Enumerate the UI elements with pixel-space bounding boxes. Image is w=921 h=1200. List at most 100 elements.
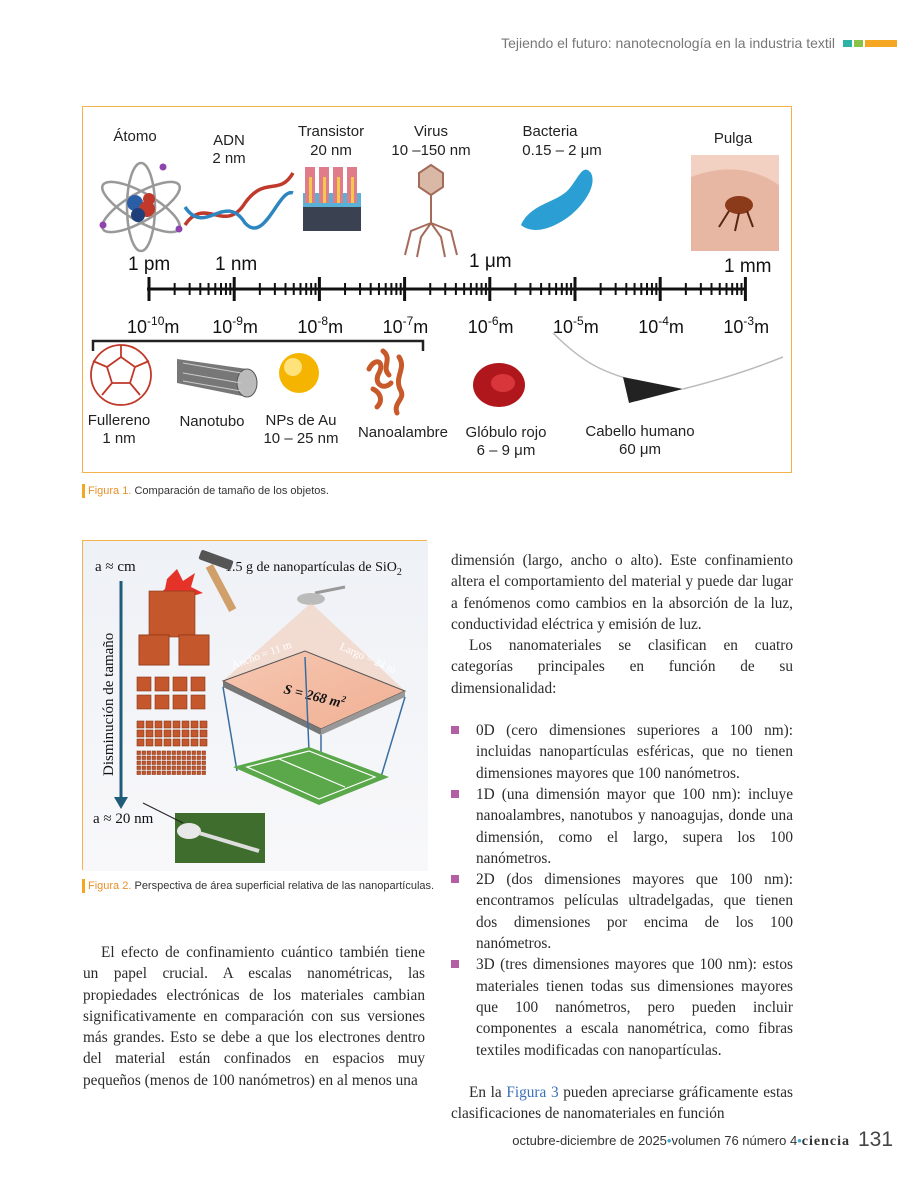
nanotube-icon xyxy=(177,359,258,398)
cube xyxy=(199,720,208,729)
cube xyxy=(141,770,146,775)
cube xyxy=(172,694,188,710)
cube xyxy=(161,750,166,755)
fullerene-icon xyxy=(90,344,152,406)
cube xyxy=(171,765,176,770)
dna-icon xyxy=(183,172,295,230)
fig2-label-bottom: a ≈ 20 nm xyxy=(93,811,154,827)
nanoscale-bracket xyxy=(91,339,425,351)
fig2-label-top: a ≈ cm xyxy=(95,559,136,575)
red-blood-cell-icon xyxy=(473,363,525,407)
cube xyxy=(190,676,206,692)
cube xyxy=(166,765,171,770)
cube xyxy=(141,750,146,755)
fig1-label-nanotubo: Nanotubo xyxy=(179,413,244,430)
scale-power-label: 10-3m xyxy=(723,314,769,337)
cube xyxy=(186,760,191,765)
cube xyxy=(136,720,145,729)
cube xyxy=(161,755,166,760)
fig1-size-adn: 2 nm xyxy=(212,150,245,167)
cube xyxy=(161,760,166,765)
footer: octubre-diciembre de 2025•volumen 76 núm… xyxy=(470,1133,850,1150)
cube xyxy=(190,729,199,738)
cube xyxy=(176,750,181,755)
cube xyxy=(190,720,199,729)
fig1-size-transistor: 20 nm xyxy=(310,142,352,159)
spoon-photo xyxy=(175,813,265,863)
cube xyxy=(176,765,181,770)
cube xyxy=(156,770,161,775)
fig1-label-bacteria: Bacteria xyxy=(522,123,578,140)
cube xyxy=(156,755,161,760)
human-hair-icon xyxy=(552,332,784,403)
cube xyxy=(146,755,151,760)
cube xyxy=(181,770,186,775)
bacteria-icon xyxy=(521,169,593,230)
list-item: 1D (una dimensión mayor que 100 nm): inc… xyxy=(451,784,793,869)
cube xyxy=(176,770,181,775)
cube xyxy=(171,760,176,765)
cube xyxy=(181,738,190,747)
header-mark-teal xyxy=(843,40,852,47)
cube xyxy=(191,770,196,775)
fig1-label-transistor: Transistor xyxy=(298,123,364,140)
left-column: El efecto de confinamiento cuántico tamb… xyxy=(83,942,425,1091)
right-column: dimensión (largo, ancho o alto). Este co… xyxy=(451,550,793,1124)
cube xyxy=(181,750,186,755)
cube xyxy=(136,738,145,747)
cube xyxy=(201,765,206,770)
cube xyxy=(145,720,154,729)
cube xyxy=(151,765,156,770)
cube xyxy=(181,765,186,770)
fig1-label-nps-au: NPs de Au xyxy=(266,412,337,429)
footer-magazine: ciencia xyxy=(801,1134,850,1149)
arrow-head-icon xyxy=(114,797,128,809)
cube xyxy=(201,750,206,755)
header-color-marks xyxy=(843,40,899,58)
cube xyxy=(146,770,151,775)
cube xyxy=(166,770,171,775)
cube xyxy=(136,676,152,692)
bullet-square-icon xyxy=(451,789,459,798)
cube xyxy=(136,755,141,760)
fig1-size-bacteria: 0.15 – 2 μm xyxy=(522,142,602,159)
cube xyxy=(154,676,170,692)
figure-1-caption-text: Comparación de tamaño de los objetos. xyxy=(131,485,329,497)
cube xyxy=(171,770,176,775)
list-item: 0D (cero dimensiones superiores a 100 nm… xyxy=(451,720,793,784)
cube xyxy=(171,750,176,755)
cube xyxy=(148,590,196,638)
cube xyxy=(136,765,141,770)
cube xyxy=(186,770,191,775)
nanoparticle-cubes xyxy=(136,590,210,775)
cube xyxy=(154,694,170,710)
log-scale-axis xyxy=(147,277,747,301)
cube xyxy=(161,770,166,775)
cube xyxy=(151,750,156,755)
fig1-size-virus: 10 –150 nm xyxy=(391,142,470,159)
scale-power-label: 10-8m xyxy=(297,314,343,337)
cube xyxy=(196,750,201,755)
cube xyxy=(136,694,152,710)
cube xyxy=(145,738,154,747)
fig1-label-atomo: Átomo xyxy=(113,128,156,145)
running-title: Tejiendo el futuro: nanotecnología en la… xyxy=(501,35,835,51)
cube xyxy=(151,770,156,775)
cube xyxy=(156,750,161,755)
flea-photo xyxy=(691,155,779,251)
fig1-label-nanoalambre: Nanoalambre xyxy=(358,424,448,441)
figure-3-link[interactable]: Figura 3 xyxy=(506,1083,559,1101)
cube xyxy=(190,694,206,710)
cube xyxy=(136,729,145,738)
footer-sep-icon: • xyxy=(666,1133,672,1148)
cube xyxy=(191,750,196,755)
scale-power-label: 10-6m xyxy=(468,314,514,337)
gold-nanoparticle-icon xyxy=(279,353,319,393)
caption-bar-2 xyxy=(82,879,85,893)
cube xyxy=(166,760,171,765)
fig1-label-pulga: Pulga xyxy=(714,130,753,147)
footer-sep-icon: • xyxy=(797,1133,802,1148)
cube xyxy=(191,765,196,770)
cube xyxy=(138,634,170,666)
scale-label-1mm: 1 mm xyxy=(724,256,772,277)
